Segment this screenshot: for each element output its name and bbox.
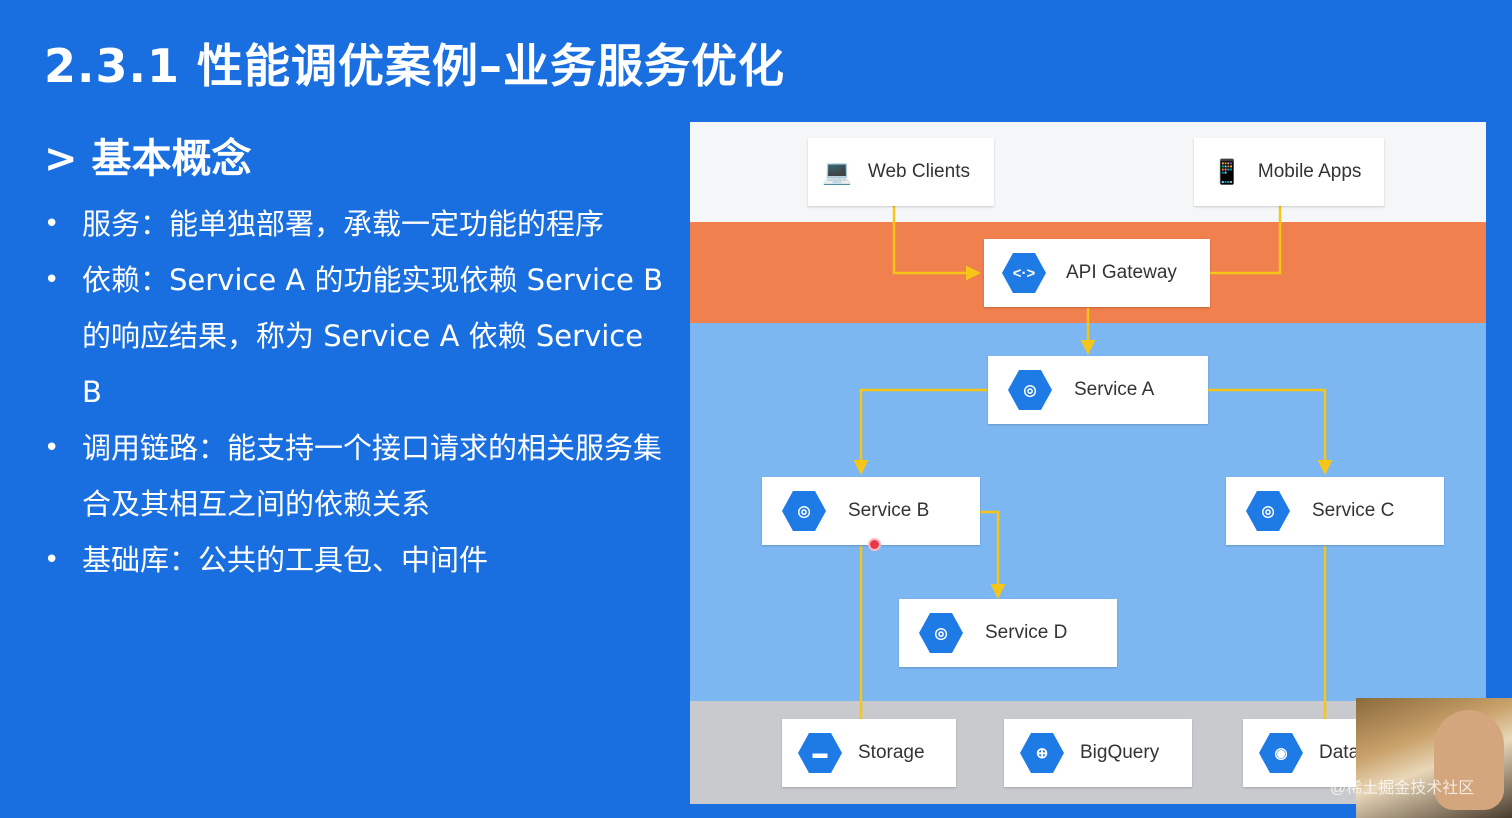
concept-list: • 服务：能单独部署，承载一定功能的程序 • 依赖：Service A 的功能实现依…: [44, 196, 664, 588]
service-d-label: Service D: [985, 622, 1068, 643]
storage-label: Storage: [858, 742, 925, 763]
web-clients-card: 💻 Web Clients: [808, 138, 994, 206]
web-to-gateway-arrow: [892, 206, 981, 281]
bullet-text: 调用链路：能支持一个接口请求的相关服务集合及其相互之间的依赖关系: [82, 431, 663, 521]
service-d-card: ◎ Service D: [899, 599, 1117, 667]
mobile-apps-label: Mobile Apps: [1257, 161, 1362, 182]
mobile-to-gateway-arrow: [1195, 206, 1282, 281]
service-icon: ◎: [1246, 491, 1290, 531]
service-a-to-b-arrow: [853, 388, 988, 475]
bullet-dot: •: [44, 209, 60, 239]
bigquery-icon: ⊕: [1020, 733, 1064, 773]
service-c-card: ◎ Service C: [1226, 477, 1444, 545]
list-item: • 服务：能单独部署，承载一定功能的程序: [44, 196, 664, 252]
service-c-label: Service C: [1312, 500, 1395, 521]
list-item: • 依赖：Service A 的功能实现依赖 Service B 的响应结果，称为…: [44, 252, 664, 420]
list-item: • 调用链路：能支持一个接口请求的相关服务集合及其相互之间的依赖关系: [44, 420, 664, 532]
mobile-apps-card: 📱 Mobile Apps: [1194, 138, 1384, 206]
storage-icon: ▬: [798, 733, 842, 773]
service-icon: ◎: [1008, 370, 1052, 410]
storage-card: ▬ Storage: [782, 719, 956, 787]
api-gateway-label: API Gateway: [1066, 262, 1177, 283]
presenter-face: [1434, 710, 1504, 810]
bullet-dot: •: [44, 545, 60, 575]
bullet-text: 依赖：Service A 的功能实现依赖 Service B 的响应结果，称为 …: [82, 263, 663, 409]
slide-title: 2.3.1 性能调优案例–业务服务优化: [44, 39, 785, 93]
phone-icon: 📱: [1212, 158, 1242, 186]
bullet-text: 基础库：公共的工具包、中间件: [82, 543, 489, 577]
api-gateway-card: <·> API Gateway: [984, 239, 1210, 307]
laptop-icon: 💻: [822, 158, 852, 186]
bullet-text: 服务：能单独部署，承载一定功能的程序: [82, 207, 605, 241]
watermark: @稀土掘金技术社区: [1330, 780, 1475, 797]
service-b-label: Service B: [848, 500, 930, 521]
pointer-dot: [868, 538, 881, 551]
service-a-to-c-arrow: [1188, 388, 1333, 475]
service-a-card: ◎ Service A: [988, 356, 1208, 424]
service-a-label: Service A: [1074, 379, 1155, 400]
web-clients-label: Web Clients: [867, 161, 970, 182]
bigquery-label: BigQuery: [1080, 742, 1160, 763]
service-icon: ◎: [782, 491, 826, 531]
presenter-webcam: [1356, 698, 1512, 818]
data-icon: ◉: [1259, 733, 1303, 773]
bullet-dot: •: [44, 265, 60, 295]
section-heading: > 基本概念: [44, 136, 252, 182]
list-item: • 基础库：公共的工具包、中间件: [44, 532, 664, 588]
service-b-card: ◎ Service B: [762, 477, 980, 545]
data-label: Data: [1319, 742, 1360, 763]
gateway-icon: <·>: [1002, 253, 1046, 293]
bigquery-card: ⊕ BigQuery: [1004, 719, 1192, 787]
architecture-diagram: 💻 Web Clients 📱 Mobile Apps <·> API Gate…: [690, 122, 1486, 804]
bullet-dot: •: [44, 433, 60, 463]
service-icon: ◎: [919, 613, 963, 653]
